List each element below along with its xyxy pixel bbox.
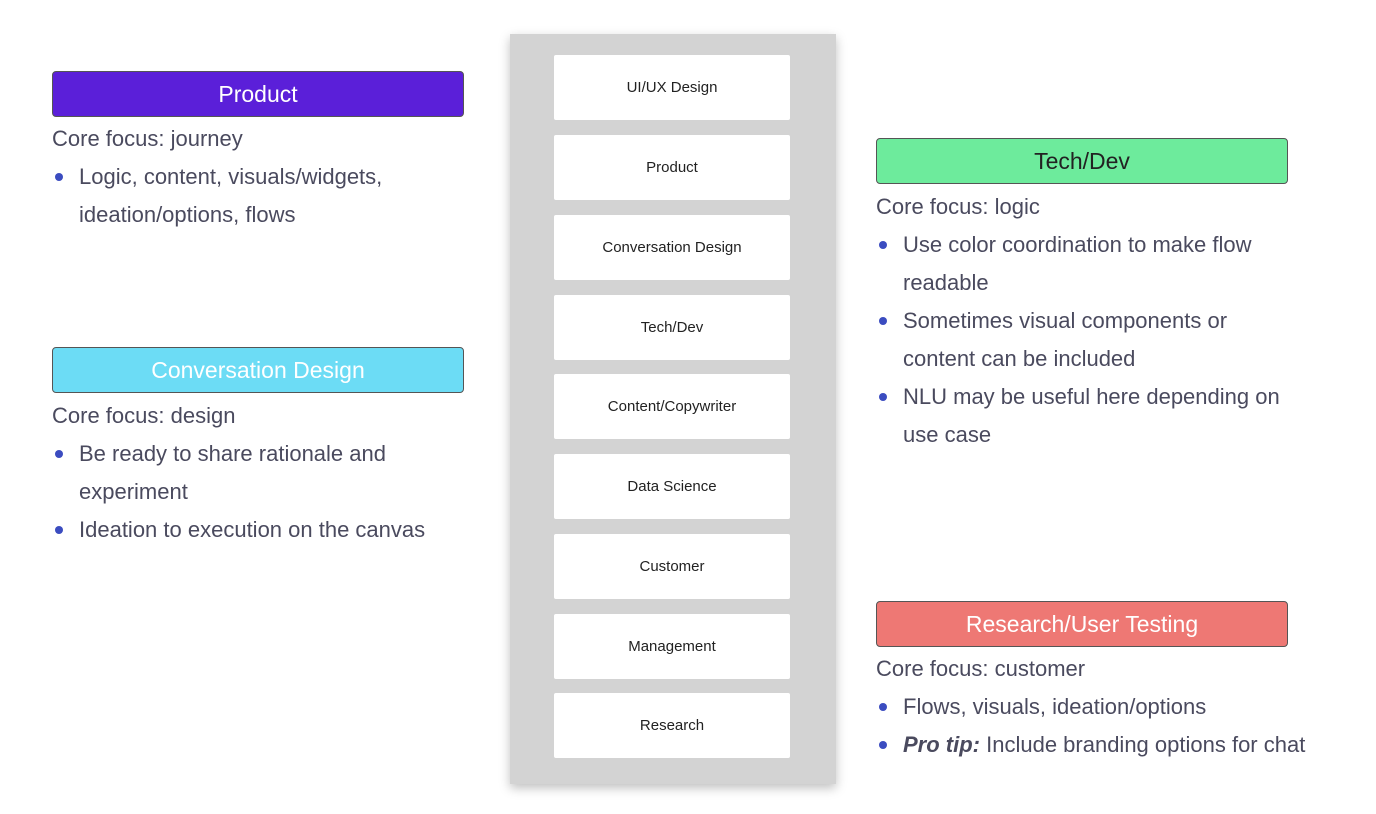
conversation-bullet: Be ready to share rationale and experime… xyxy=(52,435,422,511)
product-section: Core focus: journey Logic, content, visu… xyxy=(52,120,432,234)
research-section: Core focus: customer Flows, visuals, ide… xyxy=(876,650,1356,764)
role-card-management[interactable]: Management xyxy=(554,614,790,679)
product-bullet: Logic, content, visuals/widgets, ideatio… xyxy=(52,158,432,234)
pro-tip-label: Pro tip: xyxy=(903,732,980,757)
research-focus: Core focus: customer xyxy=(876,656,1086,681)
role-card-data-science[interactable]: Data Science xyxy=(554,454,790,519)
role-card-content-copywriter[interactable]: Content/Copywriter xyxy=(554,374,790,439)
conversation-design-header: Conversation Design xyxy=(52,347,464,393)
research-bullet: Flows, visuals, ideation/options xyxy=(876,688,1356,726)
role-card-conversation-design[interactable]: Conversation Design xyxy=(554,215,790,280)
role-card-research[interactable]: Research xyxy=(554,693,790,758)
conversation-bullet: Ideation to execution on the canvas xyxy=(52,511,499,549)
role-card-product[interactable]: Product xyxy=(554,135,790,200)
research-pro-tip: Pro tip: Include branding options for ch… xyxy=(876,726,1356,764)
product-header: Product xyxy=(52,71,464,117)
research-header: Research/User Testing xyxy=(876,601,1288,647)
tech-bullet: NLU may be useful here depending on use … xyxy=(876,378,1283,454)
tech-bullet: Sometimes visual components or content c… xyxy=(876,302,1263,378)
pro-tip-text: Include branding options for chat xyxy=(980,732,1306,757)
tech-focus: Core focus: logic xyxy=(876,194,1040,219)
role-card-tech-dev[interactable]: Tech/Dev xyxy=(554,295,790,360)
conversation-focus: Core focus: design xyxy=(52,403,236,428)
tech-dev-header: Tech/Dev xyxy=(876,138,1288,184)
product-focus: Core focus: journey xyxy=(52,126,243,151)
role-card-ui-ux-design[interactable]: UI/UX Design xyxy=(554,55,790,120)
conversation-design-section: Core focus: design Be ready to share rat… xyxy=(52,397,462,549)
tech-bullet: Use color coordination to make flow read… xyxy=(876,226,1286,302)
role-card-customer[interactable]: Customer xyxy=(554,534,790,599)
roles-panel: UI/UX Design Product Conversation Design… xyxy=(510,34,836,784)
tech-dev-section: Core focus: logic Use color coordination… xyxy=(876,188,1296,454)
